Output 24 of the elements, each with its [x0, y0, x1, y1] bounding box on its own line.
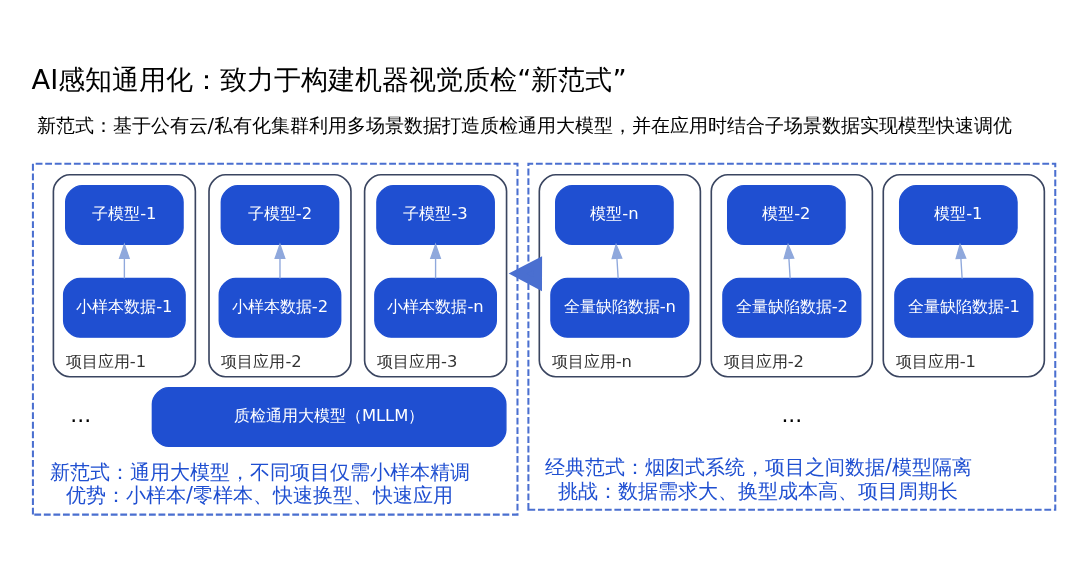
label: 新范式：基于公有云/私有化集群利用多场景数据打造质检通用大模型，并在应用时结合子场景数据实现模型快速调优 [36, 113, 1013, 137]
node-box: 小样本数据-n [374, 277, 497, 338]
node-box: 小样本数据-2 [218, 277, 342, 338]
node-box: 子模型-1 [65, 184, 184, 245]
node-box: 全量缺陷数据-2 [722, 277, 862, 338]
arrow [783, 242, 795, 279]
arrow [611, 242, 623, 279]
node-box: 子模型-3 [376, 184, 495, 245]
label: ... [70, 401, 92, 427]
node-box: 全量缺陷数据-1 [894, 277, 1034, 338]
node-box: 子模型-2 [220, 184, 340, 245]
arrow [274, 242, 286, 279]
arrow [955, 242, 967, 279]
diagram-title: AI感知通用化：致力于构建机器视觉质检“新范式” [31, 63, 627, 95]
node-box: 小样本数据-1 [62, 277, 186, 338]
node-box: 质检通用大模型（MLLM） [151, 386, 507, 447]
node-box: 模型-1 [899, 184, 1018, 245]
node-box: 模型-2 [727, 184, 846, 245]
arrow [508, 255, 543, 291]
node-box: 模型-n [555, 184, 674, 245]
label: ... [781, 401, 803, 427]
arrow [429, 242, 442, 279]
node-box: 全量缺陷数据-n [550, 277, 690, 338]
arrow [118, 242, 131, 279]
